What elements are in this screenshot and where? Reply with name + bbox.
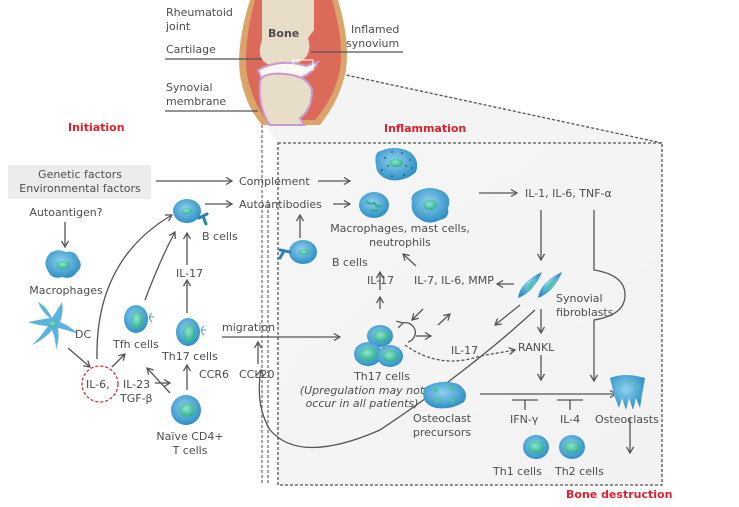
dc-label: DC: [75, 328, 92, 341]
factors-box: [8, 165, 151, 199]
th2-cells-label: Th2 cells: [555, 465, 604, 478]
rankl-label: RANKL: [518, 341, 555, 354]
complement-label: Complement: [239, 175, 310, 188]
osteoclast-precursors-label-line2: precursors: [412, 426, 472, 439]
il4-label: IL-4: [560, 413, 581, 426]
b-cells-initiation-label: B cells: [202, 230, 238, 243]
synovial-fibroblast-cells: [518, 272, 562, 298]
th17-cluster-label: Th17 cells: [354, 370, 410, 383]
dendritic-cell: [28, 302, 78, 350]
ccl20-label: CCL20: [239, 368, 275, 381]
autoantigen-label: Autoantigen?: [29, 206, 103, 219]
tfh-cell: [124, 305, 154, 333]
osteoclast-precursor-cell: [423, 381, 466, 409]
naive-cd4-label-line2: T cells: [172, 444, 208, 457]
th17-cell-cluster: [354, 325, 403, 367]
environmental-factors-label: Environmental factors: [19, 182, 141, 195]
cytokines-label: IL-1, IL-6, TNF-α: [525, 187, 612, 200]
innate-cells-label-line1: Macrophages, mast cells,: [330, 222, 470, 235]
autoantibodies-label: Autoantibodies: [239, 198, 322, 211]
synovial-fibroblasts-label-line2: fibroblasts: [556, 306, 614, 319]
osteoclast-precursors-label-line1: Osteoclast: [412, 412, 472, 425]
b-cells-inflammation-label: B cells: [332, 256, 368, 269]
macrophages-label: Macrophages: [29, 284, 103, 297]
b-cell-inflammation: [278, 240, 317, 264]
naive-cd4-label-line1: Naïve CD4+: [156, 430, 224, 443]
il6-highlight-circle: [81, 365, 119, 403]
th1-cells-label: Th1 cells: [493, 465, 542, 478]
osteoclast-cell: [610, 375, 645, 410]
pathway-arrows: [65, 181, 630, 453]
bone-label: Bone: [268, 27, 300, 40]
neutrophil-cell: [359, 192, 389, 218]
naive-cd4-cell: [171, 395, 201, 425]
th17-cells-label: Th17 cells: [162, 350, 218, 363]
inflammation-heading: Inflammation: [384, 122, 467, 135]
th17-cell-initiation: [176, 318, 206, 346]
joint-title-line2: joint: [166, 20, 191, 33]
rheumatoid-joint-illustration: [239, 0, 347, 126]
mast-cell: [375, 148, 418, 181]
il7-il6-mmp-label: IL-7, IL-6, MMP: [414, 274, 494, 287]
migration-label: migration: [222, 321, 276, 334]
synovial-fibroblasts-label-line1: Synovial: [556, 292, 603, 305]
th2-cell: [559, 435, 585, 459]
il23-label: IL-23: [123, 378, 151, 391]
inflamed-synovium-label-line1: Inflamed: [351, 23, 400, 36]
joint-title-line1: Rheumatoid: [166, 6, 233, 19]
upregulation-note-line2: occur in all patients): [305, 397, 419, 410]
inflamed-synovium-label-line2: synovium: [346, 37, 400, 50]
genetic-factors-label: Genetic factors: [38, 168, 122, 181]
osteoclasts-label: Osteoclasts: [595, 413, 659, 426]
th1-cell: [523, 435, 549, 459]
zoom-funnel: [262, 70, 662, 143]
il17-up-label: IL-17: [367, 274, 395, 287]
ifn-gamma-label: IFN-γ: [510, 413, 539, 426]
tfh-cells-label: Tfh cells: [113, 338, 159, 351]
il6-label: IL-6,: [86, 378, 110, 391]
ccr6-label: CCR6: [199, 368, 230, 381]
tgfb-label: TGF-β: [120, 392, 153, 405]
initiation-heading: Initiation: [68, 121, 125, 134]
innate-cells-label-line2: neutrophils: [369, 236, 431, 249]
synovial-membrane-label-line1: Synovial: [166, 81, 213, 94]
inhibition-bars: [512, 399, 583, 410]
bone-destruction-heading: Bone destruction: [566, 488, 673, 501]
macrophage-inflammation-cell: [411, 188, 450, 223]
il17-initiation-label: IL-17: [176, 267, 204, 280]
synovial-membrane-label-line2: membrane: [166, 95, 227, 108]
upregulation-note-line1: (Upregulation may not: [299, 384, 425, 397]
cartilage-label: Cartilage: [166, 43, 216, 56]
inflammation-panel: [278, 143, 662, 485]
macrophage-cell: [45, 250, 81, 278]
b-cell-initiation: [173, 199, 209, 226]
il17-mid-label: IL-17: [451, 344, 479, 357]
